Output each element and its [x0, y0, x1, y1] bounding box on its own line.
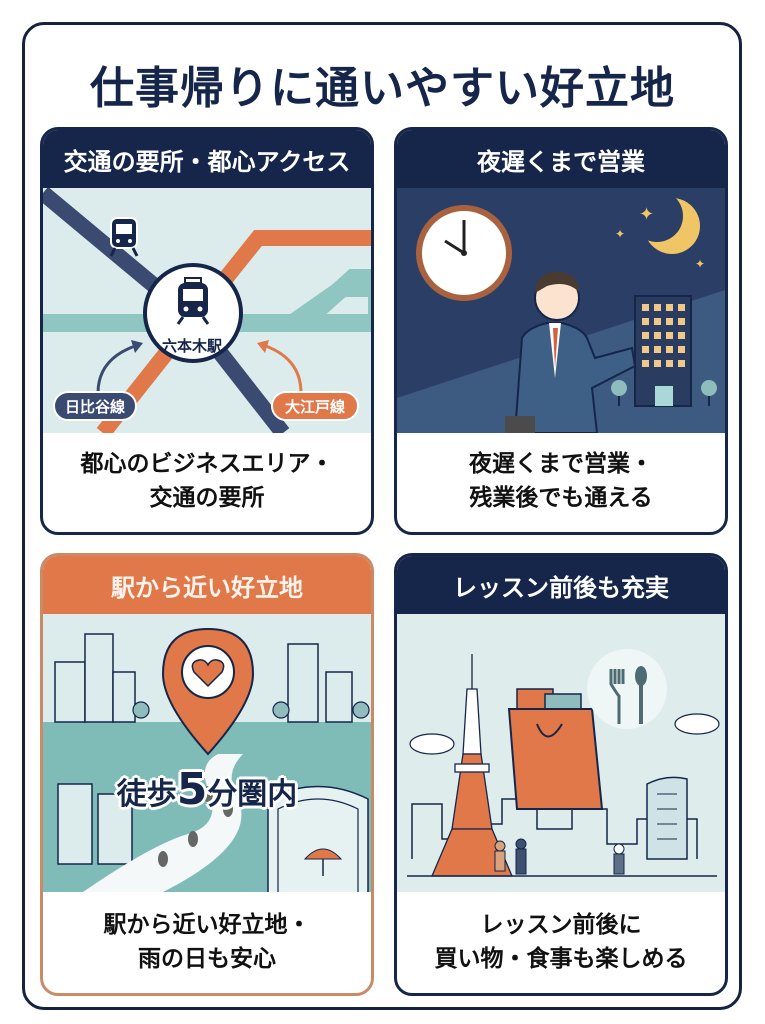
card-header: 交通の要所・都心アクセス — [43, 130, 371, 188]
caption-line: 残業後でも通える — [469, 484, 653, 511]
card-header: 駅から近い好立地 — [43, 556, 371, 614]
station-name: 六本木駅 — [162, 337, 223, 355]
train-icon — [109, 217, 139, 257]
walk-minutes: 5 — [176, 764, 208, 815]
line-badge-hibiya: 日比谷線 — [53, 391, 137, 421]
city-shopping-illustration — [397, 614, 725, 892]
caption-line: 夜遅くまで営業・ — [469, 450, 653, 477]
card-caption: 夜遅くまで営業・ 残業後でも通える — [397, 433, 725, 528]
card-before-after-lesson: レッスン前後も充実 — [394, 553, 728, 996]
caption-line: 買い物・食事も楽しめる — [434, 946, 688, 972]
walk-suffix: 分圏内 — [207, 777, 298, 812]
caption-line: 雨の日も安心 — [138, 946, 276, 972]
subway-map-illustration: 六本木駅 日比谷線 大江戸線 — [43, 188, 371, 433]
svg-text:✦: ✦ — [639, 204, 654, 225]
card-caption: 都心のビジネスエリア・ 交通の要所 — [43, 433, 371, 528]
card-late-hours: 夜遅くまで営業 ✦ ✦ ✦ — [394, 127, 728, 535]
station-train-icon — [176, 277, 210, 325]
tokyo-tower-icon — [431, 654, 513, 877]
walk-route-illustration: 徒歩5分圏内 — [43, 614, 371, 892]
svg-text:✦: ✦ — [615, 227, 625, 241]
fork-spoon-icon — [587, 649, 667, 729]
card-caption: レッスン前後に 買い物・食事も楽しめる — [397, 892, 725, 992]
night-businessman-illustration: ✦ ✦ ✦ — [397, 188, 725, 433]
caption-line: 都心のビジネスエリア・ — [80, 450, 334, 477]
location-pin-icon — [161, 627, 255, 756]
caption-line: 駅から近い好立地・ — [103, 912, 311, 938]
shopping-bag-icon — [507, 688, 604, 810]
card-header: レッスン前後も充実 — [397, 556, 725, 614]
svg-text:✦: ✦ — [695, 257, 705, 271]
walk-prefix: 徒歩 — [116, 777, 177, 812]
card-transport-access: 交通の要所・都心アクセス — [40, 127, 374, 535]
walk-time-label: 徒歩5分圏内 — [43, 764, 371, 815]
caption-line: 交通の要所 — [149, 484, 265, 511]
caption-line: レッスン前後に — [480, 912, 642, 938]
skyscraper-icon — [646, 776, 688, 860]
card-header: 夜遅くまで営業 — [397, 130, 725, 188]
businessman-figure — [505, 271, 637, 433]
card-caption: 駅から近い好立地・ 雨の日も安心 — [43, 892, 371, 992]
covered-arcade-icon — [267, 785, 369, 892]
building-icon — [634, 295, 692, 407]
page-title: 仕事帰りに通いやすい好立地 — [90, 63, 675, 114]
clock-icon — [416, 205, 512, 301]
moon-icon — [631, 190, 700, 254]
card-near-station: 駅から近い好立地 — [40, 553, 374, 996]
line-badge-oedo: 大江戸線 — [271, 391, 359, 421]
